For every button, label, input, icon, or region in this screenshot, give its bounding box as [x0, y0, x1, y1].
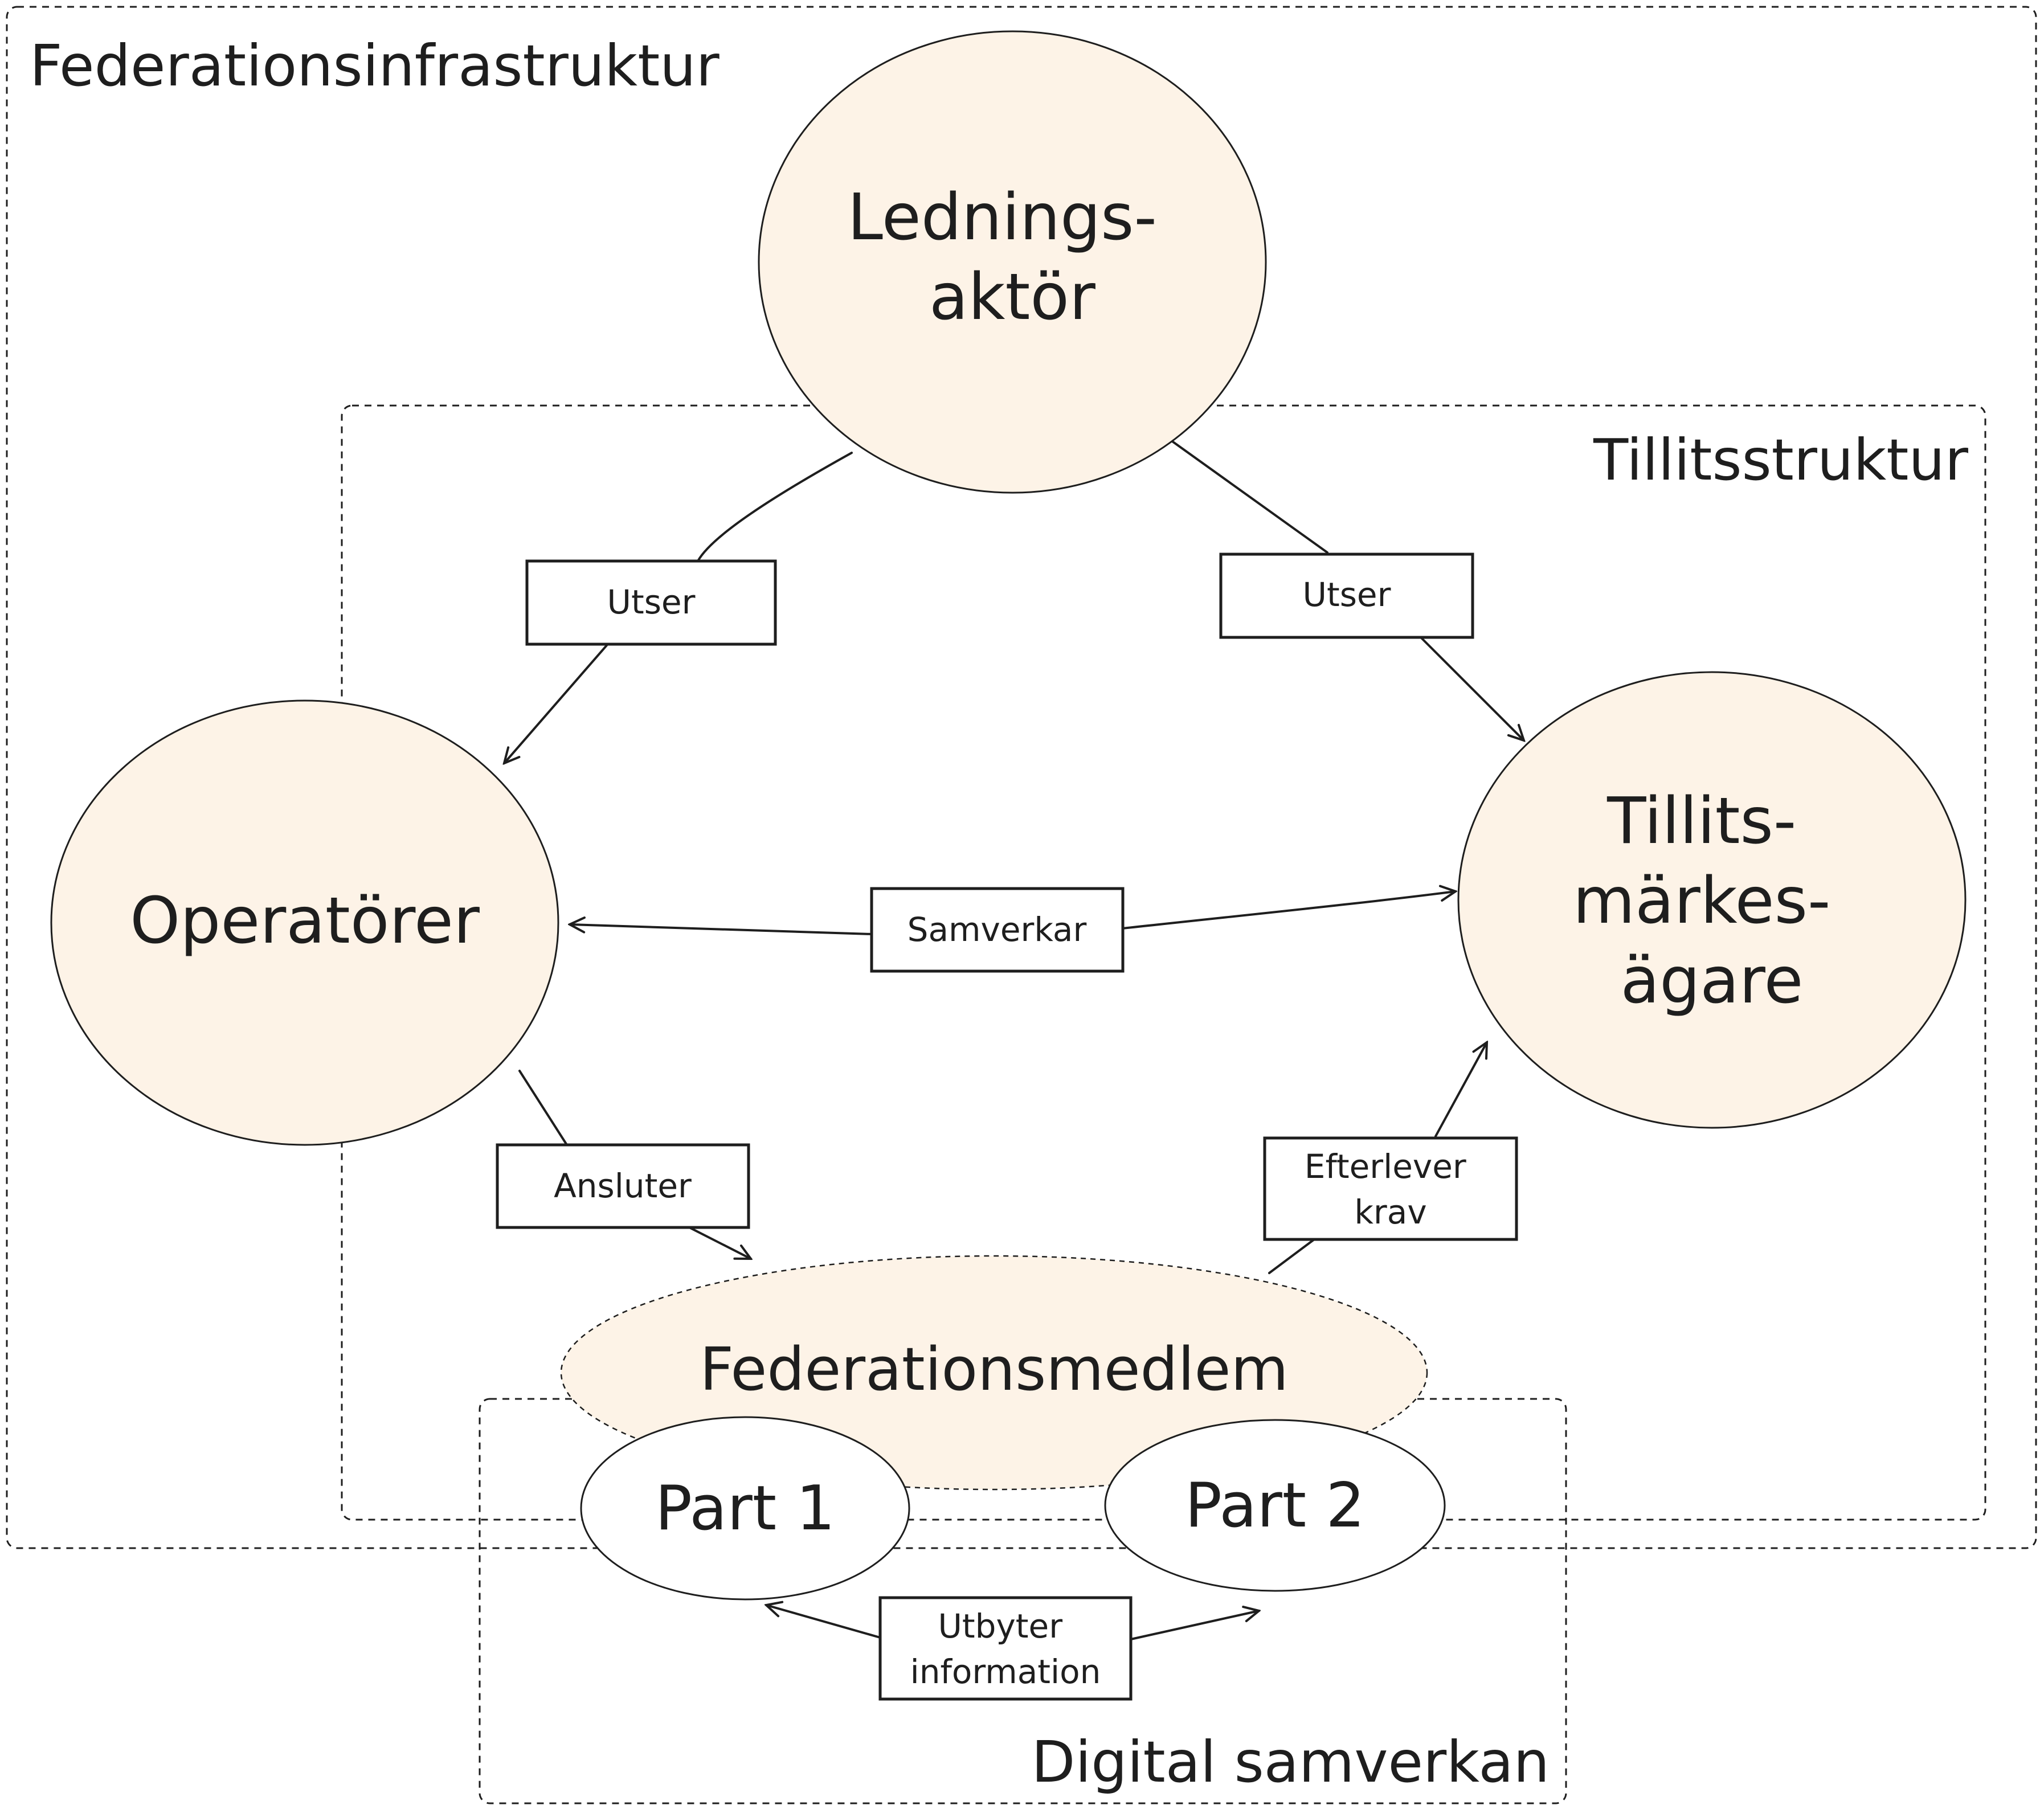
edge-collaborates-label: Samverkar	[907, 910, 1087, 949]
governing-actor-label: Lednings- aktör	[848, 181, 1178, 334]
edge-complies-line	[1268, 1042, 1487, 1274]
part2-label: Part 2	[1185, 1470, 1365, 1541]
trust-structure-label: Tillitsstruktur	[1593, 427, 1969, 493]
edge-collaborates-box	[870, 887, 1125, 973]
federation-infrastructure-frame	[6, 6, 2037, 1549]
federation-member-label: Federationsmedlem	[700, 1335, 1289, 1404]
part1-ellipse	[580, 1416, 910, 1601]
edge-collaborates-to-operators-line	[570, 924, 873, 935]
edge-exchanges-label: Utbyter information	[910, 1607, 1101, 1691]
edge-connects-box	[496, 1143, 750, 1229]
edge-appoints-trustmark-owner-label: Utser	[1303, 575, 1391, 614]
trustmark-owner-label: Tillits- märkes- ägare	[1573, 784, 1851, 1018]
part2-ellipse	[1104, 1419, 1446, 1592]
edge-complies-label: Efterlever krav	[1305, 1147, 1477, 1231]
edge-appoints-operators-box	[525, 559, 777, 646]
edge-appoints-operators-label: Utser	[607, 583, 696, 621]
edge-connects-line	[518, 1070, 751, 1259]
edge-complies-box	[1263, 1136, 1518, 1241]
edge-appoints-trustmark-owner-line	[1171, 440, 1524, 740]
edge-appoints-operators-line	[504, 452, 853, 763]
edge-connects-label: Ansluter	[554, 1167, 692, 1205]
edge-appoints-trustmark-owner-box	[1219, 552, 1474, 639]
operators-label: Operatörer	[130, 884, 480, 958]
federation-infrastructure-label: Federationsinfrastruktur	[30, 32, 720, 99]
edge-exchanges-to-part1-line	[766, 1605, 881, 1639]
trustmark-owner-circle	[1457, 671, 1967, 1129]
part1-label: Part 1	[655, 1473, 835, 1544]
operators-circle	[50, 699, 559, 1146]
edge-collaborates-to-trustmark-owner-line	[1121, 891, 1456, 930]
digital-collaboration-label: Digital samverkan	[1031, 1729, 1550, 1795]
edge-exchanges-to-part2-line	[1130, 1611, 1259, 1640]
governing-actor-circle	[758, 30, 1267, 494]
edge-exchanges-box	[878, 1596, 1133, 1701]
